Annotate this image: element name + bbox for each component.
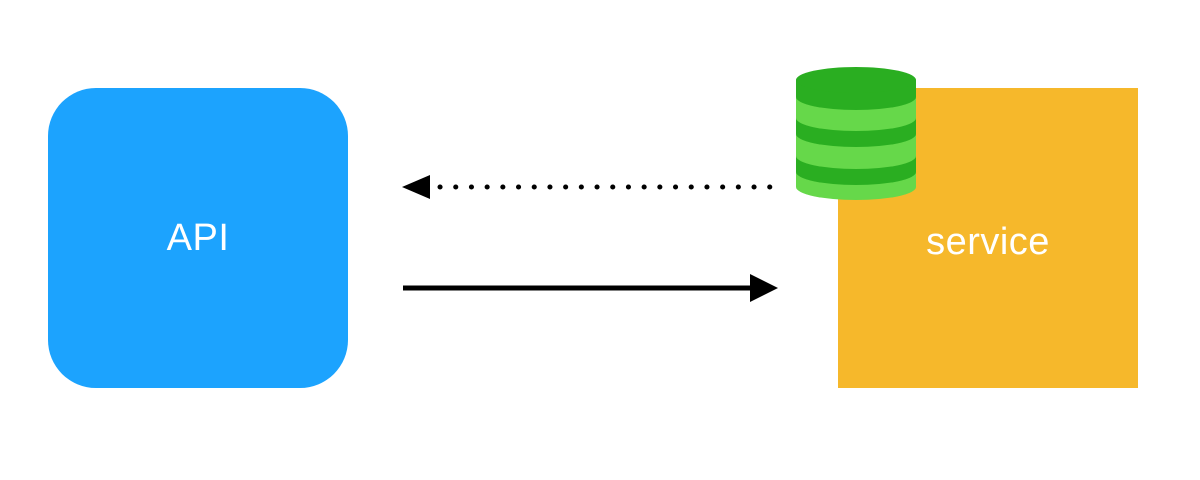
- dotted-arrow-head: [402, 175, 430, 199]
- solid-arrow-api-to-service: [403, 274, 778, 302]
- solid-arrow-head: [750, 274, 778, 302]
- api-node-label: API: [166, 216, 230, 259]
- dotted-arrow-service-to-api: [402, 175, 775, 199]
- service-node[interactable]: service: [838, 88, 1138, 388]
- service-node-label: service: [926, 220, 1050, 263]
- api-node[interactable]: API: [48, 88, 348, 388]
